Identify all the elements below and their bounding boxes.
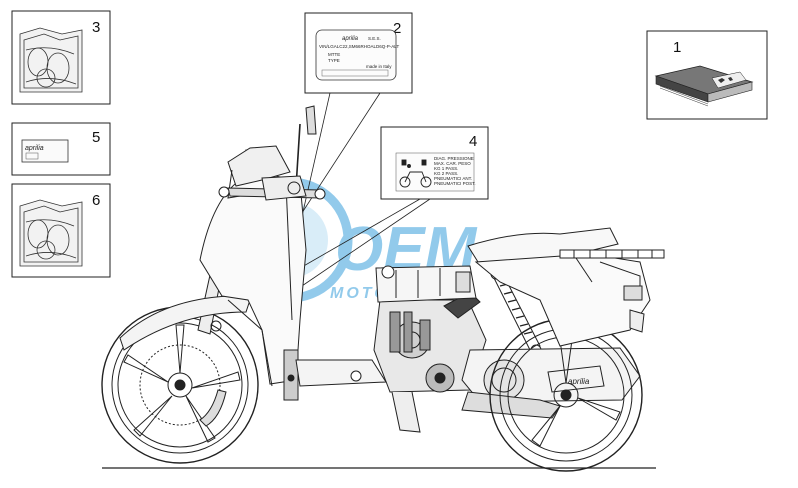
callout-1: 1 <box>673 39 681 56</box>
callout-3: 3 <box>92 19 100 36</box>
document-bag-icon <box>19 199 83 267</box>
front-body-panel <box>199 175 307 401</box>
document-bag-icon <box>19 27 83 93</box>
callout-4: 4 <box>469 133 477 150</box>
rear-rack <box>559 249 665 283</box>
rear-body-panel <box>474 253 651 347</box>
owner-manual-icon <box>654 65 754 107</box>
floorboard <box>295 359 387 387</box>
plate-vin-text: VIN/LGALC22,SM66RHOALD6Q-P-ALT <box>319 44 399 49</box>
plate-country-text: made in Italy <box>366 64 392 69</box>
plate-model-text: S.E.S. <box>368 36 381 41</box>
exhaust-pipe <box>461 391 561 419</box>
air-box <box>375 265 477 303</box>
plate-mtte-text: MTTE <box>328 52 340 57</box>
callout-6: 6 <box>92 192 100 209</box>
tyre-pressure-label: DIAG. PRESSIONE MAX. CAR. PESO KG 1 PASS… <box>395 152 476 192</box>
label-4-line-1: DIAG. PRESSIONE <box>434 156 474 161</box>
plate-type-text: TYPE <box>328 58 340 63</box>
part-1-box[interactable]: 1 <box>646 30 768 120</box>
callout-2: 2 <box>393 20 401 37</box>
decal-brand-text: aprilia <box>25 145 44 152</box>
handlebar <box>218 175 326 201</box>
front-wheel <box>101 306 259 464</box>
engine-assembly <box>373 291 487 393</box>
center-stand <box>391 391 421 433</box>
plate-brand-text: aprilia <box>342 36 359 42</box>
windshield <box>227 145 291 199</box>
scooter-drawing: aprilia <box>101 105 665 472</box>
front-fender <box>119 295 251 351</box>
part-6-box[interactable]: 6 <box>11 183 111 278</box>
label-4-line-2: MAX. CAR. PESO <box>434 161 471 166</box>
identification-plate: aprilia S.E.S. VIN/LGALC22,SM66RHOALD6Q-… <box>315 29 399 81</box>
mirror <box>295 105 317 189</box>
side-panel-brand-text: aprilia <box>568 377 590 386</box>
part-4-box[interactable]: 4 DIAG. PRESSIONE MAX. CAR. PESO KG 1 PA… <box>380 126 489 200</box>
aprilia-decal: aprilia <box>21 139 69 163</box>
part-3-box[interactable]: 3 <box>11 10 111 105</box>
label-4-line-6: PNEUMATICI POST. <box>434 181 476 186</box>
label-4-line-5: PNEUMATICI ANT. <box>434 176 472 181</box>
seat <box>467 227 619 263</box>
label-4-line-4: KG 2 PASS. <box>434 171 458 176</box>
label-4-line-3: KG 1 PASS. <box>434 166 458 171</box>
part-2-box[interactable]: 2 aprilia S.E.S. VIN/LGALC22,SM66RHOALD6… <box>304 12 413 94</box>
part-5-box[interactable]: 5 aprilia <box>11 122 111 176</box>
callout-5: 5 <box>92 129 100 146</box>
scooter-pictogram-icon <box>399 159 432 188</box>
footpeg <box>350 370 362 382</box>
